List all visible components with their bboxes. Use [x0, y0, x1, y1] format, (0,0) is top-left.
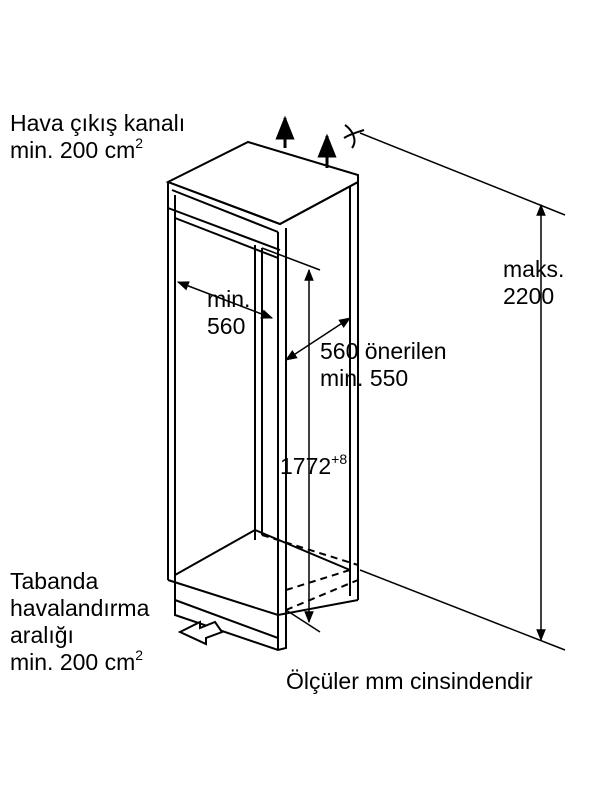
base-vent-line3: aralığı	[10, 622, 74, 648]
units-note: Ölçüler mm cinsindendir	[286, 668, 533, 694]
base-vent-line4: min. 200 cm	[10, 649, 136, 675]
niche-height-label: 1772+8	[280, 451, 348, 483]
width-dimension	[176, 281, 274, 319]
base-vent-arrow-shape	[177, 620, 224, 646]
base-vent-sup: 2	[135, 647, 144, 663]
air-outlet-line1: Hava çıkış kanalı	[10, 110, 186, 136]
depth-label: 560 önerilen min. 550	[320, 338, 447, 392]
air-outlet-arrows	[275, 115, 337, 168]
width-line1: min.	[207, 286, 251, 312]
base-vent-line2: havalandırma	[10, 595, 150, 621]
air-outlet-line2: min. 200 cm	[10, 137, 136, 163]
max-line1: maks.	[503, 256, 565, 282]
ceiling-break-symbol	[343, 124, 365, 149]
depth-dimension	[284, 317, 352, 361]
depth-line1: 560 önerilen	[320, 338, 447, 364]
depth-line2: min. 550	[320, 365, 409, 391]
base-vent-line1: Tabanda	[10, 568, 99, 594]
air-outlet-sup: 2	[135, 135, 144, 151]
base-vent-arrow	[177, 620, 224, 646]
air-outlet-label: Hava çıkış kanalı min. 200 cm2	[10, 110, 185, 167]
max-line2: 2200	[503, 283, 555, 309]
niche-top-panel	[165, 140, 359, 226]
width-label: min. 560	[207, 286, 250, 340]
height-sup: +8	[331, 451, 348, 467]
max-height-dimension	[343, 124, 566, 651]
height-value: 1772	[280, 453, 332, 479]
base-vent-label: Tabanda havalandırma aralığı min. 200 cm…	[10, 568, 149, 679]
cabinet-niche	[165, 140, 359, 652]
niche-height-dimension	[261, 247, 321, 633]
depth-line	[284, 317, 352, 361]
width-line	[176, 281, 274, 319]
width-line2: 560	[207, 313, 246, 339]
max-height-label: maks. 2200	[503, 256, 564, 310]
